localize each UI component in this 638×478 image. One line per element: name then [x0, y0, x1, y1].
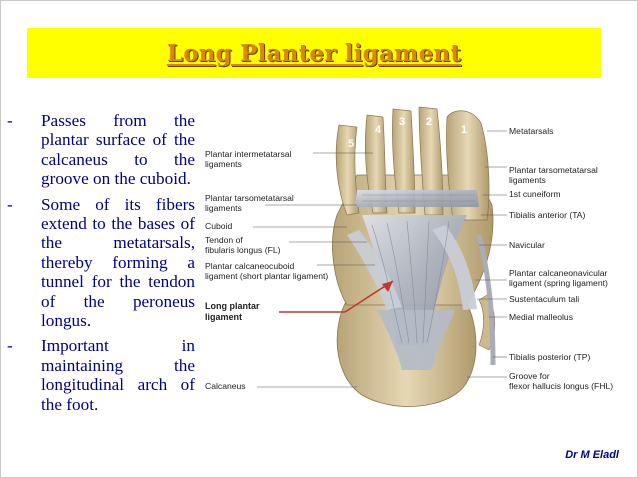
- slide-title: Long Planter ligament: [166, 39, 462, 67]
- foot-illustration: [253, 106, 507, 407]
- bullet-marker: -: [7, 336, 13, 356]
- bullet-list: - Passes from the plantar surface of the…: [7, 111, 195, 420]
- label-navicular: Navicular: [509, 240, 545, 250]
- toe-number-4: 4: [375, 124, 382, 136]
- label-cuboid: Cuboid: [205, 221, 233, 231]
- label-medial-malleolus: Medial malleolus: [509, 312, 574, 322]
- bullet-item: - Some of its fibers extend to the bases…: [7, 195, 195, 331]
- label-groove-fhl: Groove for flexor hallucis longus (FHL): [509, 371, 614, 392]
- label-plantar-tarsometatarsal-right: Plantar tarsometatarsal ligaments: [509, 165, 598, 186]
- title-bar: Long Planter ligament: [27, 28, 601, 78]
- label-metatarsals: Metatarsals: [509, 126, 554, 136]
- bullet-text: Important in maintaining the longitudina…: [41, 336, 195, 414]
- label-1st-cuneiform: 1st cuneiform: [509, 189, 561, 199]
- label-calcaneus: Calcaneus: [205, 381, 246, 391]
- label-plantar-intermetatarsal: Plantar intermetatarsal ligaments: [205, 149, 292, 170]
- toe-number-1: 1: [461, 124, 468, 136]
- toe-number-3: 3: [399, 116, 406, 128]
- foot-ligament-figure: 5 4 3 2 1 Plantar intermetatarsal ligame…: [197, 95, 633, 411]
- bullet-marker: -: [7, 194, 13, 214]
- bullet-text: Passes from the plantar surface of the c…: [41, 111, 195, 189]
- toe-number-2: 2: [426, 116, 433, 128]
- label-fibularis-longus: Tendon of fibularis longus (FL): [205, 235, 281, 256]
- label-sustentaculum-tali: Sustentaculum tali: [509, 294, 580, 304]
- label-plantar-calcaneocuboid: Plantar calcaneocuboid ligament (short p…: [205, 261, 329, 282]
- label-long-plantar-ligament: Long plantar ligament: [205, 301, 260, 322]
- label-tibialis-anterior: Tibialis anterior (TA): [509, 210, 586, 220]
- bullet-marker: -: [7, 111, 13, 130]
- label-plantar-tarsometatarsal-left: Plantar tarsometatarsal ligaments: [205, 193, 294, 214]
- toe-number-5: 5: [348, 138, 355, 150]
- author-credit: Dr M Eladl: [565, 449, 619, 461]
- label-spring-ligament: Plantar calcaneonavicular ligament (spri…: [509, 268, 608, 289]
- label-tibialis-posterior: Tibialis posterior (TP): [509, 352, 591, 362]
- bullet-item: - Passes from the plantar surface of the…: [7, 111, 195, 189]
- bullet-item: - Important in maintaining the longitudi…: [7, 336, 195, 414]
- bullet-text: Some of its fibers extend to the bases o…: [41, 194, 195, 331]
